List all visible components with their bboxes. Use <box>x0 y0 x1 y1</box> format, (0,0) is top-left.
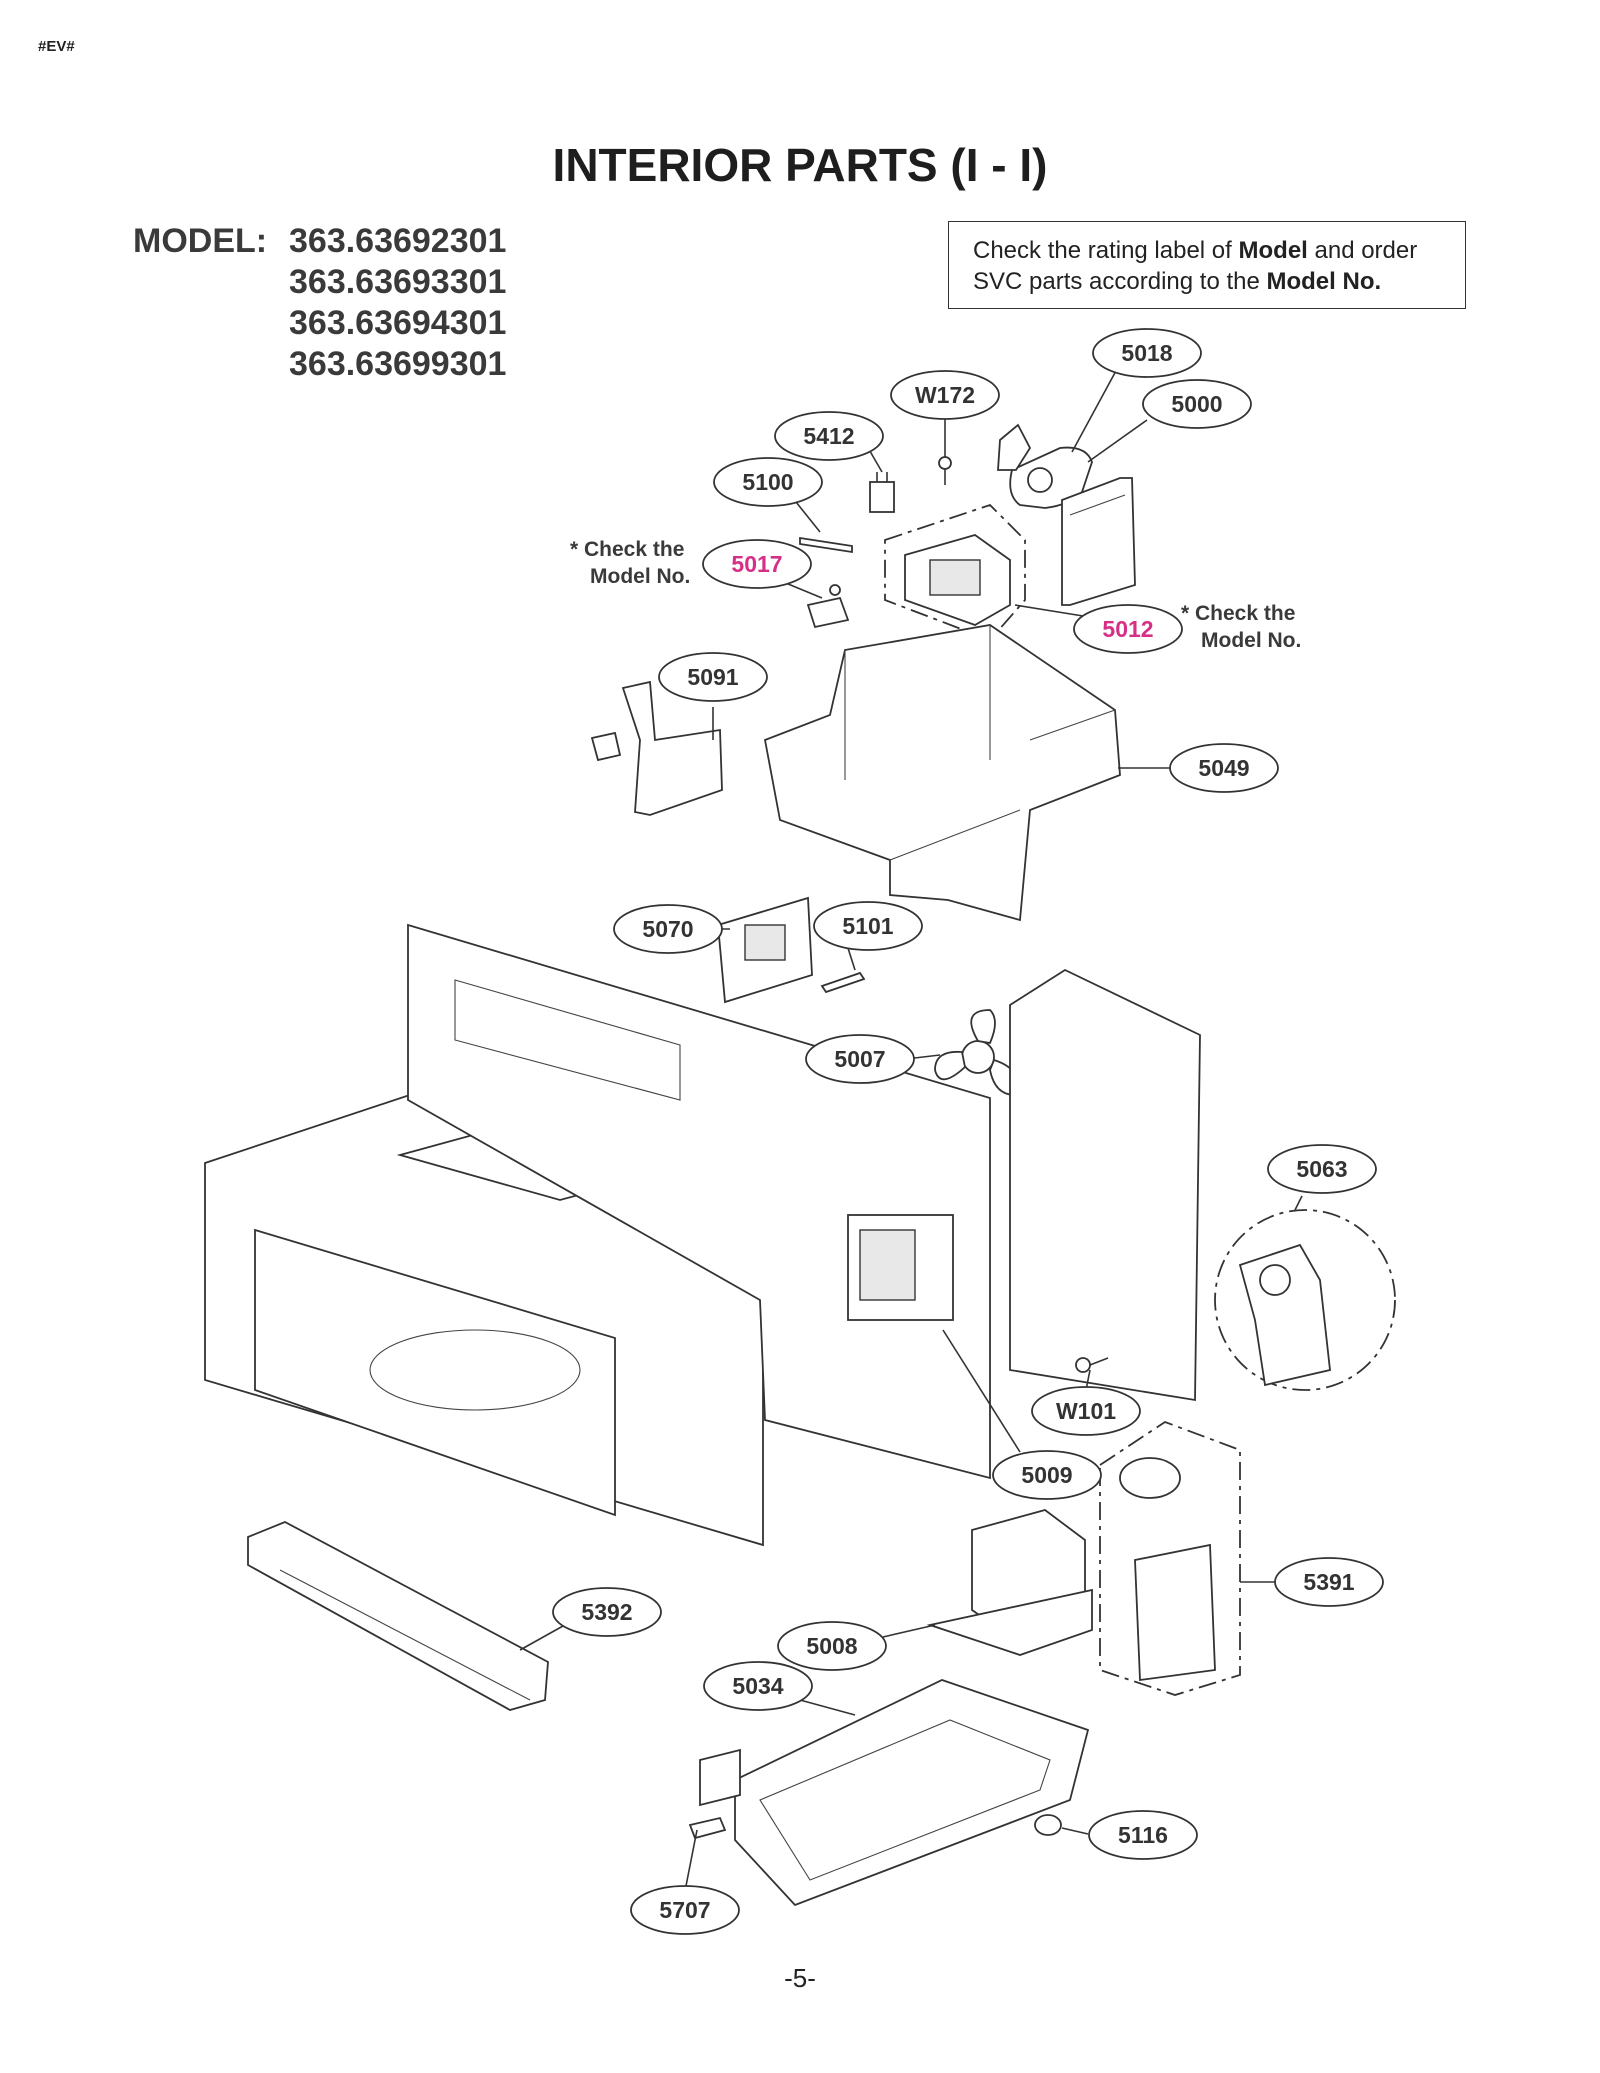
note-line: * Check the <box>1181 602 1296 625</box>
callout-label: 5018 <box>1121 340 1172 366</box>
check-model-note-left: * Check the Model No. <box>570 536 690 590</box>
callout-label: 5034 <box>732 1673 783 1699</box>
model-number: 363.63699301 <box>289 345 507 383</box>
model-number: 363.63692301 <box>289 222 507 260</box>
model-number: 363.63693301 <box>289 263 507 301</box>
callout-5000: 5000 <box>1142 379 1252 429</box>
callout-5034: 5034 <box>703 1661 813 1711</box>
capacitor-5412 <box>869 472 895 513</box>
callout-label: 5000 <box>1171 391 1222 417</box>
callout-label: 5063 <box>1296 1156 1347 1182</box>
callout-label: 5116 <box>1118 1822 1168 1848</box>
magnetron-5009 <box>847 1214 954 1321</box>
motor-assy-5391 <box>1099 1420 1241 1696</box>
noise-filter-5707 <box>688 1748 741 1840</box>
transformer-5008 <box>926 1509 1093 1656</box>
notice-text: and order SVC parts according to the <box>973 237 1418 295</box>
page-title: INTERIOR PARTS (I - I) <box>552 139 1048 191</box>
callout-5392: 5392 <box>552 1587 662 1637</box>
air-guide-5049 <box>763 624 1121 922</box>
callout-5412: 5412 <box>774 411 884 461</box>
callout-label: 5009 <box>1021 1462 1072 1488</box>
callout-label: W101 <box>1056 1398 1116 1424</box>
notice-bold-model-no: Model No. <box>1266 268 1382 295</box>
callout-label: 5707 <box>659 1897 710 1923</box>
callout-5017: 5017 <box>702 539 812 589</box>
page-number: -5- <box>784 1963 816 1993</box>
callout-label: 5100 <box>742 469 793 495</box>
callout-label: 5392 <box>581 1599 632 1625</box>
callout-5018: 5018 <box>1092 328 1202 378</box>
callout-5012: 5012 <box>1073 604 1183 654</box>
callout-w101: W101 <box>1031 1386 1141 1436</box>
callout-5009: 5009 <box>992 1450 1102 1500</box>
callout-label: 5049 <box>1198 755 1249 781</box>
callout-5391: 5391 <box>1274 1557 1384 1607</box>
callout-5063: 5063 <box>1267 1144 1377 1194</box>
document-code: #EV# <box>38 38 75 55</box>
note-line: Model No. <box>1201 629 1302 652</box>
fan-motor-box-5012 <box>884 503 1026 642</box>
callout-label: 5101 <box>842 913 893 939</box>
notice-bold-model: Model <box>1238 237 1308 264</box>
callout-label: 5007 <box>834 1046 885 1072</box>
thermostat-5063-detail <box>1214 1209 1396 1391</box>
pin-5100 <box>799 536 853 554</box>
callout-5100: 5100 <box>713 457 823 507</box>
callout-label: 5017 <box>731 551 782 577</box>
notice-text: Check the rating label of <box>973 237 1239 264</box>
screw-w172 <box>938 456 952 485</box>
note-line: * Check the <box>570 538 685 561</box>
callout-w172: W172 <box>890 370 1000 420</box>
notice-box: Check the rating label of Model and orde… <box>948 221 1466 309</box>
callout-5070: 5070 <box>613 904 723 954</box>
callout-5007: 5007 <box>805 1034 915 1084</box>
callout-5101: 5101 <box>813 901 923 951</box>
model-label: MODEL: <box>133 222 268 260</box>
fuse-holder-5017 <box>806 584 850 629</box>
side-duct <box>1009 968 1201 1402</box>
fan-blade-5007 <box>934 1009 1019 1096</box>
callout-5049: 5049 <box>1169 743 1279 793</box>
model-number: 363.63694301 <box>289 304 507 342</box>
pcb-5070 <box>717 896 813 1004</box>
bracket-plate <box>1061 477 1136 606</box>
callout-5707: 5707 <box>630 1885 740 1935</box>
callout-5116: 5116 <box>1088 1810 1198 1860</box>
callout-5008: 5008 <box>777 1621 887 1671</box>
thermal-cutout-5116 <box>1034 1814 1062 1836</box>
screw-w101 <box>1075 1357 1109 1373</box>
pin-5101 <box>820 971 866 994</box>
bracket-5091 <box>590 680 723 816</box>
callout-label: 5412 <box>803 423 854 449</box>
check-model-note-right: * Check the Model No. <box>1181 600 1301 654</box>
callout-label: 5091 <box>687 664 738 690</box>
callout-label: 5391 <box>1303 1569 1354 1595</box>
base-plate-5034 <box>734 1679 1090 1907</box>
callout-label: 5070 <box>642 916 693 942</box>
callout-5091: 5091 <box>658 652 768 702</box>
note-line: Model No. <box>590 565 691 588</box>
callout-label: W172 <box>915 382 975 408</box>
callout-label: 5008 <box>806 1633 857 1659</box>
heater-5392 <box>247 1521 549 1711</box>
callout-label: 5012 <box>1102 616 1153 642</box>
